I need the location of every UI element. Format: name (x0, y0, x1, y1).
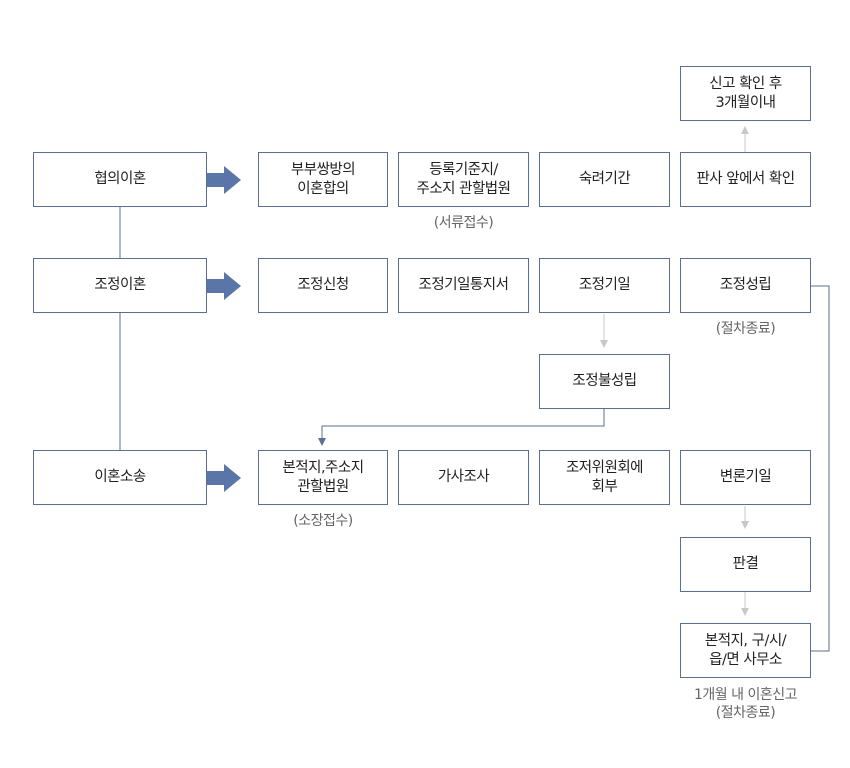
step-judge: 판사 앞에서 확인 (680, 152, 811, 207)
step-judgment: 판결 (680, 537, 811, 592)
category-mediation: 조정이혼 (33, 258, 207, 313)
note-filing: (소장접수) (293, 513, 353, 529)
step-court: 본적지,주소지 관할법원 (258, 450, 388, 505)
step-date: 조정기일 (539, 258, 670, 313)
note-document-receipt: (서류접수) (433, 215, 494, 231)
step-hearing: 변론기일 (680, 450, 811, 505)
category-litigation: 이혼소송 (33, 450, 207, 505)
category-agreement: 협의이혼 (33, 152, 207, 207)
step-office: 본적지, 구/시/ 읍/면 사무소 (680, 623, 811, 678)
step-failure: 조정불성립 (539, 354, 670, 409)
step-apply: 조정신청 (258, 258, 388, 313)
step-deliberation: 숙려기간 (539, 152, 670, 207)
step-registration: 등록기준지/ 주소지 관할법원 (398, 152, 529, 207)
arrow-agreement (207, 166, 241, 194)
note-mediation-end: (절차종료) (715, 321, 776, 337)
arrow-mediation (207, 272, 241, 300)
arrow-judgment-to-office (741, 608, 749, 616)
step-committee: 조저위원회에 회부 (539, 450, 670, 505)
step-consent: 부부쌍방의 이혼합의 (258, 152, 388, 207)
success-to-office-line (811, 285, 830, 652)
note-final: 1개월 내 이혼신고 (절차종료) (694, 687, 797, 721)
failure-to-court-line (321, 409, 605, 438)
arrow-hearing-to-judgment (741, 521, 749, 529)
step-notice: 조정기일통지서 (398, 258, 529, 313)
arrow-failure-to-court (318, 438, 326, 446)
arrow-litigation (207, 464, 241, 492)
step-report: 신고 확인 후 3개월이내 (680, 66, 811, 121)
step-investigation: 가사조사 (398, 450, 529, 505)
step-success: 조정성립 (680, 258, 811, 313)
arrow-judge-to-report (741, 126, 749, 134)
arrow-date-to-failure (600, 340, 608, 348)
